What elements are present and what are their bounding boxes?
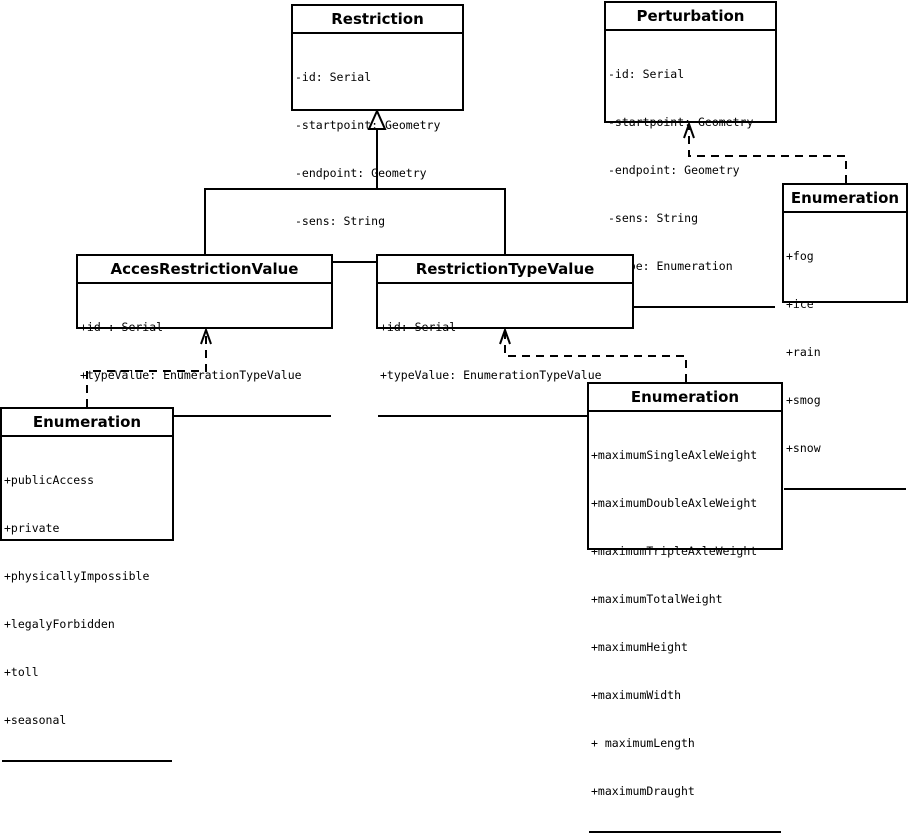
attribute: -endpoint: Geometry xyxy=(295,166,427,180)
connectors-layer xyxy=(86,108,847,407)
literal: +smog xyxy=(786,393,821,407)
attribute: +typeValue: EnumerationTypeValue xyxy=(380,368,602,382)
class-acces-restriction-value: AccesRestrictionValue +id : Serial +type… xyxy=(76,254,333,417)
literal: +seasonal xyxy=(4,713,67,727)
open-arrowhead-icon xyxy=(683,121,695,139)
operations-compartment xyxy=(784,490,906,496)
literal: +maximumWidth xyxy=(591,688,682,702)
operations-compartment xyxy=(2,762,172,768)
dependency-connector-type xyxy=(499,327,687,382)
enumeration-access: Enumeration +publicAccess +private +phys… xyxy=(0,407,174,762)
attribute: +typeValue: EnumerationTypeValue xyxy=(80,368,302,382)
literal: +maximumHeight xyxy=(591,640,688,654)
literal: +physicallyImpossible xyxy=(4,569,150,583)
literal: +ice xyxy=(786,297,814,311)
enumeration-weather: Enumeration +fog +ice +rain +smog +snow xyxy=(782,183,908,490)
literal: +legalyForbidden xyxy=(4,617,115,631)
attribute: -startpoint: Geometry xyxy=(295,118,441,132)
literal-list: +maximumSingleAxleWeight +maximumDoubleA… xyxy=(589,412,781,833)
attribute: +id: Serial xyxy=(380,320,457,334)
class-restriction: Restriction -id: Serial -startpoint: Geo… xyxy=(291,4,464,263)
literal: +snow xyxy=(786,441,821,455)
class-name: AccesRestrictionValue xyxy=(78,256,331,284)
attribute: -sens: String xyxy=(295,214,386,228)
enumeration-restriction-type: Enumeration +maximumSingleAxleWeight +ma… xyxy=(587,382,783,833)
literal: +private xyxy=(4,521,60,535)
literal: +publicAccess xyxy=(4,473,95,487)
literal: +maximumDoubleAxleWeight xyxy=(591,496,758,510)
attribute: -id: Serial xyxy=(608,67,685,81)
class-name: Perturbation xyxy=(606,3,775,31)
literal: +maximumTripleAxleWeight xyxy=(591,544,758,558)
literal: + maximumLength xyxy=(591,736,695,750)
class-name: Restriction xyxy=(293,6,462,34)
attribute: -endpoint: Geometry xyxy=(608,163,740,177)
literal: +rain xyxy=(786,345,821,359)
operations-compartment xyxy=(589,833,781,839)
literal-list: +publicAccess +private +physicallyImposs… xyxy=(2,437,172,762)
literal: +maximumTotalWeight xyxy=(591,592,723,606)
open-arrowhead-icon xyxy=(200,327,212,345)
attribute-list: +id : Serial +typeValue: EnumerationType… xyxy=(78,284,331,417)
attribute-list: -id: Serial -startpoint: Geometry -endpo… xyxy=(293,34,462,263)
class-name: Enumeration xyxy=(784,185,906,213)
literal-list: +fog +ice +rain +smog +snow xyxy=(784,213,906,490)
class-name: RestrictionTypeValue xyxy=(378,256,632,284)
class-name: Enumeration xyxy=(2,409,172,437)
literal: +fog xyxy=(786,249,814,263)
dependency-connector-access xyxy=(86,327,212,407)
class-perturbation: Perturbation -id: Serial -startpoint: Ge… xyxy=(604,1,777,308)
literal: +toll xyxy=(4,665,39,679)
dependency-connector-weather xyxy=(683,121,847,183)
attribute: -id: Serial xyxy=(295,70,372,84)
attribute: -startpoint: Geometry xyxy=(608,115,754,129)
class-name: Enumeration xyxy=(589,384,781,412)
attribute: +id : Serial xyxy=(80,320,164,334)
attribute: -sens: String xyxy=(608,211,699,225)
literal: +maximumDraught xyxy=(591,784,695,798)
open-arrowhead-icon xyxy=(499,327,511,345)
literal: +maximumSingleAxleWeight xyxy=(591,448,758,462)
generalization-connector xyxy=(204,108,506,254)
attribute-list: +id: Serial +typeValue: EnumerationTypeV… xyxy=(378,284,632,417)
inheritance-arrowhead-icon xyxy=(367,108,387,130)
class-restriction-type-value: RestrictionTypeValue +id: Serial +typeVa… xyxy=(376,254,634,417)
